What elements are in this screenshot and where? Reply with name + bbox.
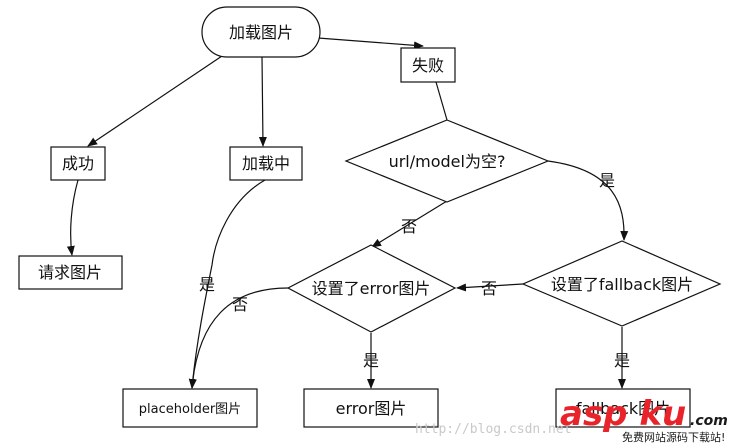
label-url-empty-yes: 是 bbox=[599, 171, 615, 190]
node-fail-label: 失败 bbox=[412, 56, 444, 75]
node-fallback-image-label: fallback图片 bbox=[576, 399, 670, 418]
node-loading-shape bbox=[229, 146, 303, 181]
node-start-label: 加载图片 bbox=[229, 23, 293, 42]
node-success-shape bbox=[50, 146, 106, 181]
node-request-label: 请求图片 bbox=[38, 263, 102, 282]
label-error-no: 否 bbox=[232, 295, 248, 314]
edge-start-to-fail bbox=[317, 37, 424, 50]
label-fallback-no: 否 bbox=[481, 279, 497, 298]
node-fallback-image-shape bbox=[555, 388, 691, 428]
node-set-error-label: 设置了error图片 bbox=[312, 279, 431, 298]
node-placeholder-label: placeholder图片 bbox=[139, 402, 241, 417]
edge-loading-to-placeholder bbox=[188, 179, 266, 389]
watermark-logo-text: asp ku bbox=[560, 394, 686, 434]
edge-start-to-success bbox=[87, 53, 226, 147]
node-success-label: 成功 bbox=[62, 154, 94, 173]
watermark-logo-slogan: 免费网站源码下载站! bbox=[622, 430, 725, 444]
label-error-yes: 是 bbox=[363, 351, 379, 370]
node-url-empty-label: url/model为空? bbox=[389, 152, 506, 171]
node-error-image-shape bbox=[303, 388, 439, 428]
node-placeholder-shape bbox=[122, 388, 258, 428]
watermark-logo-domain: .com bbox=[690, 413, 728, 429]
edge-success-to-request bbox=[66, 179, 79, 256]
node-fail-shape bbox=[400, 47, 456, 83]
node-url-empty-shape bbox=[344, 119, 550, 203]
node-error-image-label: error图片 bbox=[336, 399, 407, 418]
watermark-logo: asp ku .com 免费网站源码下载站! bbox=[560, 394, 728, 444]
watermark-url: http://blog.csdn.net bbox=[415, 422, 572, 437]
label-loading-yes: 是 bbox=[199, 275, 215, 294]
edge-fail-to-decision-url bbox=[435, 81, 448, 121]
edge-start-to-loading bbox=[258, 55, 267, 147]
edge-url-yes-to-fallback bbox=[547, 160, 629, 241]
node-set-error-shape bbox=[286, 244, 457, 333]
edge-url-no-to-error bbox=[371, 200, 448, 248]
edge-fallback-no-to-error bbox=[456, 283, 524, 292]
node-loading-label: 加载中 bbox=[242, 154, 290, 173]
edge-error-no-to-placeholder bbox=[188, 287, 289, 389]
node-start-shape bbox=[201, 6, 321, 58]
node-request-shape bbox=[18, 255, 123, 290]
node-set-fallback-label: 设置了fallback图片 bbox=[551, 275, 693, 294]
node-set-fallback-shape bbox=[521, 240, 722, 327]
label-fallback-yes: 是 bbox=[614, 351, 630, 370]
label-url-empty-no: 否 bbox=[401, 217, 417, 236]
